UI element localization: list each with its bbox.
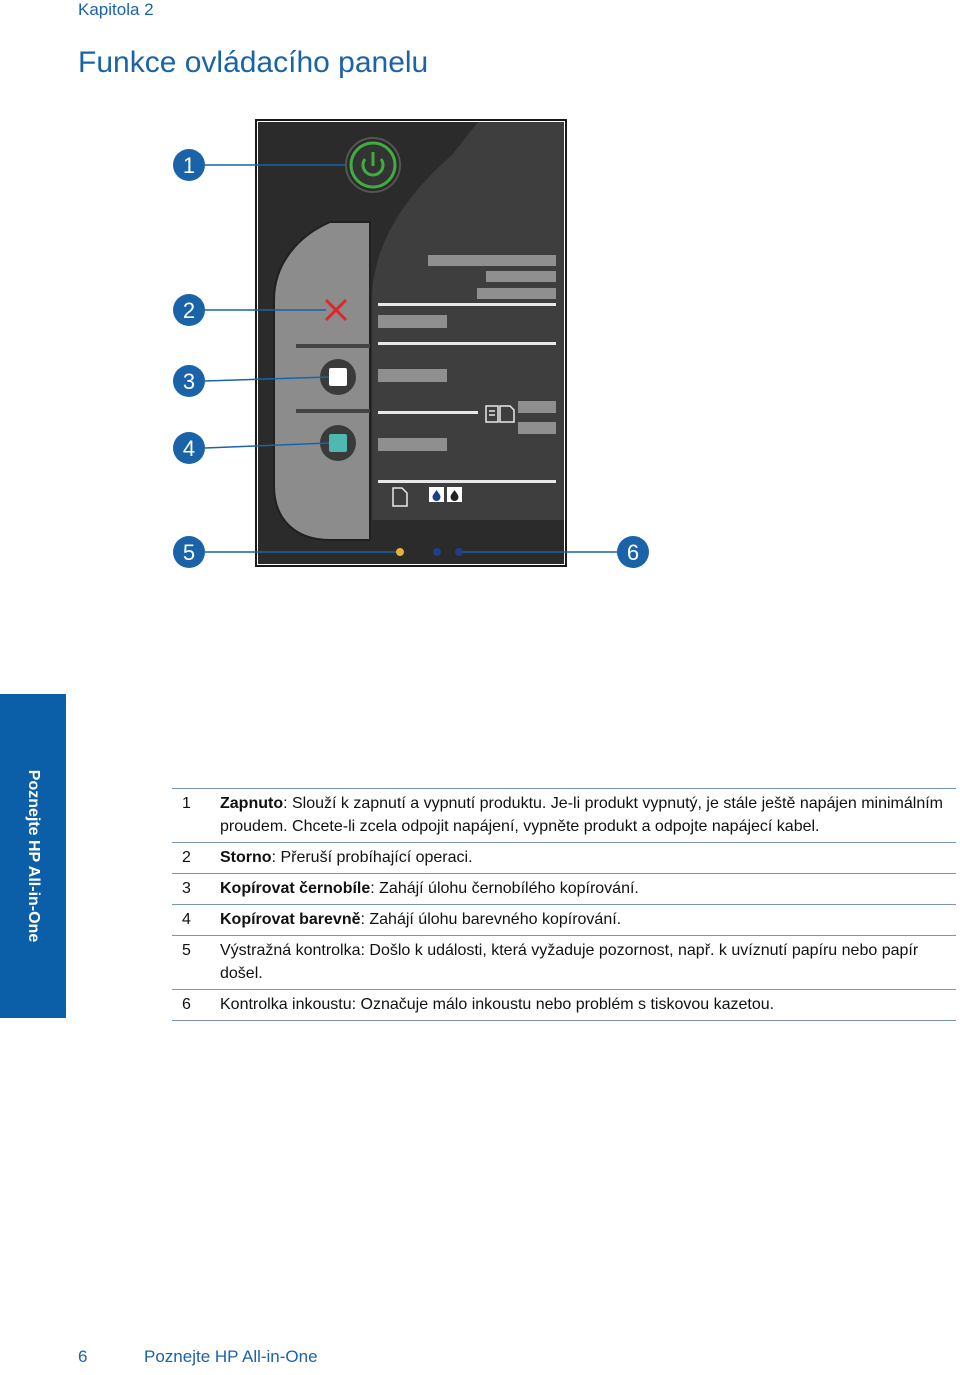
cancel-x-icon[interactable] (324, 298, 348, 322)
page-number: 6 (78, 1347, 88, 1366)
table-row: 5 Výstražná kontrolka: Došlo k události,… (172, 935, 956, 990)
term: Storno (220, 849, 272, 866)
row-text: Storno: Přeruší probíhající operaci. (220, 842, 956, 874)
control-panel-figure: 1 2 3 4 5 6 (173, 119, 649, 568)
description: : Přeruší probíhající operaci. (271, 849, 473, 866)
row-text: Kontrolka inkoustu: Označuje málo inkous… (220, 989, 956, 1021)
row-number: 1 (172, 788, 220, 843)
row-number: 2 (172, 842, 220, 874)
warning-light (396, 548, 404, 556)
paper-icon (392, 487, 408, 507)
definitions-table: 1 Zapnuto: Slouží k zapnutí a vypnutí pr… (172, 788, 956, 1021)
callout-1: 1 (183, 153, 195, 178)
term: Kopírovat barevně (220, 911, 361, 928)
row-number: 4 (172, 904, 220, 936)
callout-6: 6 (627, 540, 639, 565)
table-row: 6 Kontrolka inkoustu: Označuje málo inko… (172, 989, 956, 1021)
footer-title: Poznejte HP All-in-One (144, 1347, 318, 1366)
callout-2: 2 (183, 298, 195, 323)
page-title: Funkce ovládacího panelu (78, 46, 429, 79)
table-row: 2 Storno: Přeruší probíhající operaci. (172, 842, 956, 874)
duplex-copy-icon (485, 405, 515, 423)
ink-light (433, 548, 441, 556)
table-row: 4 Kopírovat barevně: Zahájí úlohu barevn… (172, 904, 956, 936)
description: Kontrolka inkoustu: Označuje málo inkous… (220, 996, 775, 1013)
row-text: Kopírovat barevně: Zahájí úlohu barevnéh… (220, 904, 956, 936)
term: Kopírovat černobíle (220, 880, 371, 897)
side-tab: Poznejte HP All-in-One (0, 694, 66, 1018)
ink-drop-icon (429, 487, 462, 502)
table-row: 3 Kopírovat černobíle: Zahájí úlohu čern… (172, 873, 956, 905)
copy-black-button[interactable] (320, 359, 356, 395)
callout-3: 3 (183, 369, 195, 394)
row-text: Zapnuto: Slouží k zapnutí a vypnutí prod… (220, 788, 956, 843)
description: : Zahájí úlohu barevného kopírování. (360, 911, 622, 928)
row-text: Kopírovat černobíle: Zahájí úlohu černob… (220, 873, 956, 905)
copy-color-button[interactable] (320, 425, 356, 461)
row-number: 5 (172, 935, 220, 990)
power-icon[interactable] (345, 137, 401, 193)
row-number: 3 (172, 873, 220, 905)
description: : Zahájí úlohu černobílého kopírování. (370, 880, 639, 897)
chapter-label: Kapitola 2 (78, 0, 154, 19)
ink-light (455, 548, 463, 556)
term: Zapnuto (220, 795, 284, 812)
side-tab-label: Poznejte HP All-in-One (25, 769, 42, 943)
table-row: 1 Zapnuto: Slouží k zapnutí a vypnutí pr… (172, 788, 956, 843)
row-text: Výstražná kontrolka: Došlo k události, k… (220, 935, 956, 990)
callout-4: 4 (183, 436, 195, 461)
callout-5: 5 (183, 540, 195, 565)
row-number: 6 (172, 989, 220, 1021)
description: : Slouží k zapnutí a vypnutí produktu. J… (220, 795, 943, 835)
description: Výstražná kontrolka: Došlo k události, k… (220, 942, 919, 982)
